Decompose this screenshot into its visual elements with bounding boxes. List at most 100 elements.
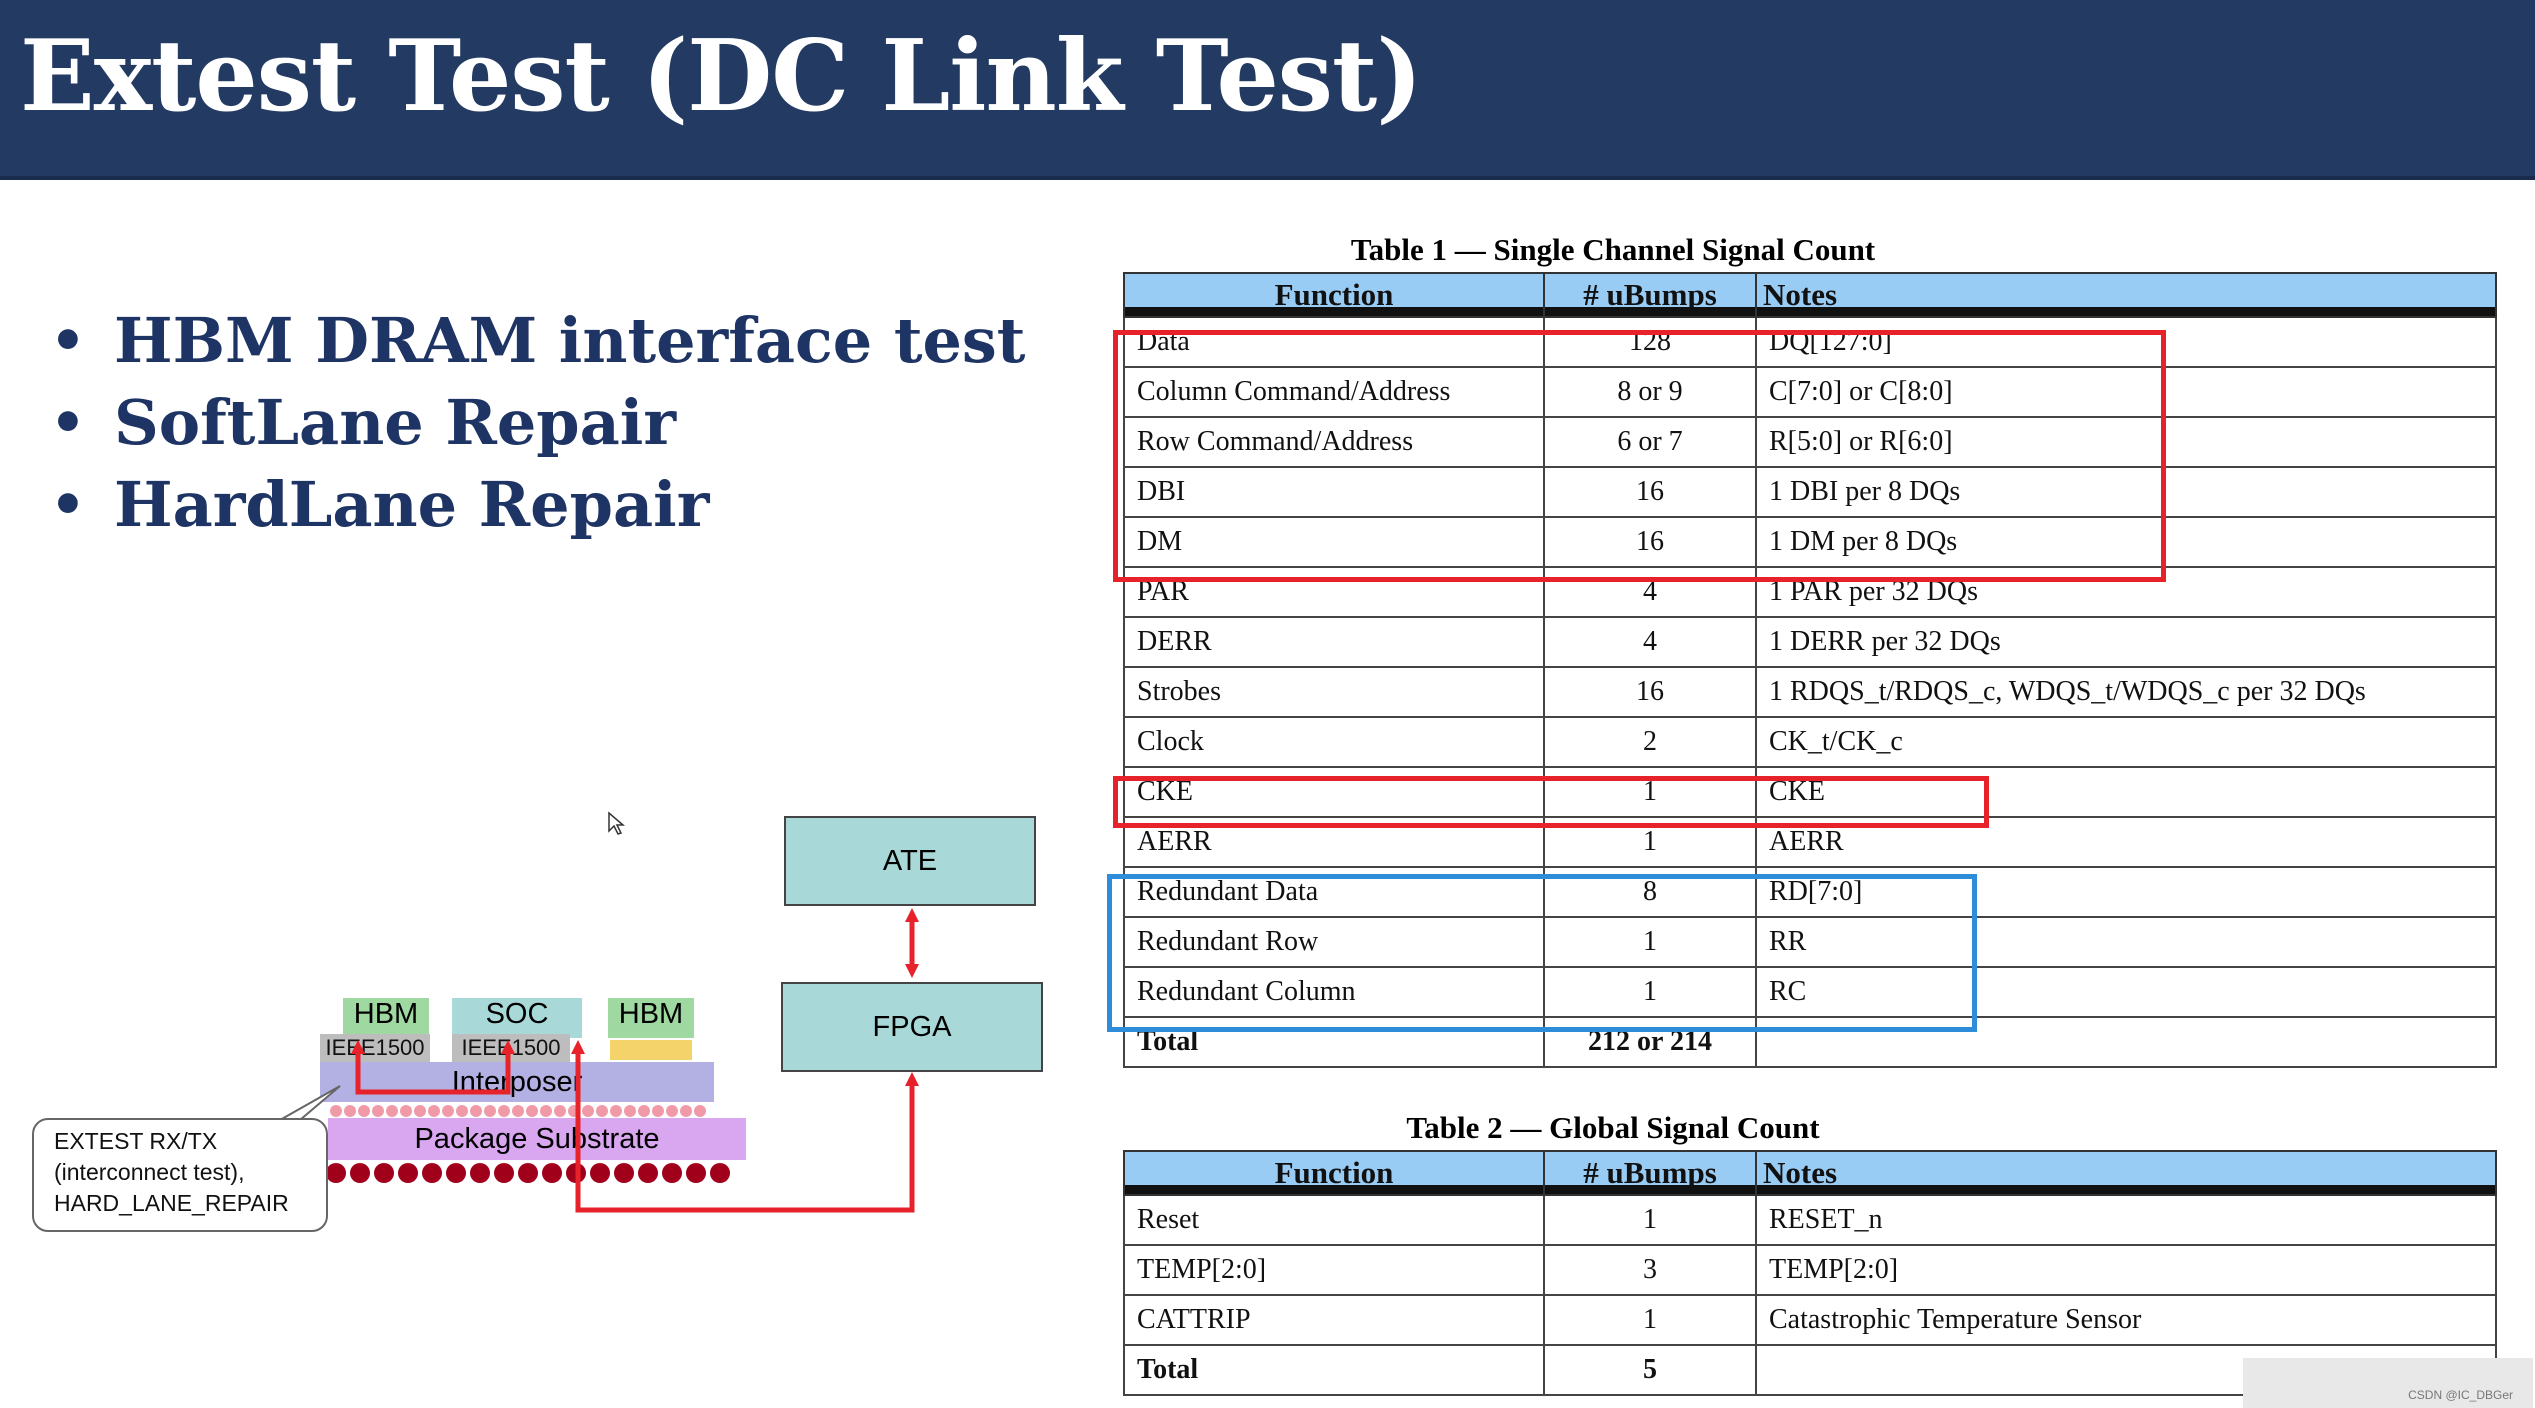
table2-header-function: Function — [1123, 1150, 1545, 1196]
table1-cell-notes: RR — [1755, 916, 2497, 968]
interposer-microbumps — [330, 1105, 706, 1117]
table1-cell-notes: CKE — [1755, 766, 2497, 818]
table1-cell-function: AERR — [1123, 816, 1545, 868]
bullet-dot: • — [50, 308, 86, 374]
table2-cell-notes: RESET_n — [1755, 1194, 2497, 1246]
table2-cell-notes: TEMP[2:0] — [1755, 1244, 2497, 1296]
table1-cell-function: Redundant Row — [1123, 916, 1545, 968]
table1-cell-function: Redundant Data — [1123, 866, 1545, 918]
table1-cell-ubumps: 1 — [1543, 916, 1757, 968]
table1-cell-notes: 1 DM per 8 DQs — [1755, 516, 2497, 568]
table1-cell-notes: R[5:0] or R[6:0] — [1755, 416, 2497, 468]
table1-header-notes: Notes — [1755, 272, 2497, 318]
table1-cell-ubumps: 6 or 7 — [1543, 416, 1757, 468]
table1-caption: Table 1 — Single Channel Signal Count — [1350, 232, 1876, 267]
hbm-left-chip: HBM — [343, 998, 429, 1038]
callout-pointer — [279, 1085, 341, 1121]
table1-total-function: Total — [1123, 1016, 1545, 1068]
table1-cell-function: DERR — [1123, 616, 1545, 668]
diagram-connections — [279, 908, 919, 1213]
table1-cell-ubumps: 16 — [1543, 516, 1757, 568]
table1-cell-ubumps: 8 or 9 — [1543, 366, 1757, 418]
table1-cell-ubumps: 4 — [1543, 616, 1757, 668]
table1-cell-ubumps: 128 — [1543, 316, 1757, 368]
callout-line: EXTEST RX/TX — [54, 1128, 218, 1154]
watermark-text: CSDN @IC_DBGer — [2408, 1388, 2513, 1402]
table1-cell-notes: CK_t/CK_c — [1755, 716, 2497, 768]
table1-cell-notes: RC — [1755, 966, 2497, 1018]
table1-cell-notes: 1 DERR per 32 DQs — [1755, 616, 2497, 668]
table2-header-ubumps: # uBumps — [1543, 1150, 1757, 1196]
bullet-text: SoftLane Repair — [114, 386, 677, 459]
table2-total-function: Total — [1123, 1344, 1545, 1396]
arrowheads — [351, 908, 919, 1086]
callout-line: (interconnect test), — [54, 1159, 245, 1185]
table1-cell-notes: AERR — [1755, 816, 2497, 868]
table1-cell-notes: 1 PAR per 32 DQs — [1755, 566, 2497, 618]
substrate-balls — [326, 1163, 730, 1183]
ieee1500-left-label: IEEE1500 — [320, 1034, 430, 1062]
ate-box: ATE — [784, 816, 1036, 906]
slide-title: Extest Test (DC Link Test) — [20, 19, 1423, 134]
table1-cell-ubumps: 16 — [1543, 466, 1757, 518]
table1-cell-ubumps: 1 — [1543, 966, 1757, 1018]
hbm-right-bumps — [610, 1040, 692, 1060]
table1-cell-ubumps: 4 — [1543, 566, 1757, 618]
table1-cell-function: Strobes — [1123, 666, 1545, 718]
table1-cell-function: Row Command/Address — [1123, 416, 1545, 468]
bullet-text: HardLane Repair — [114, 468, 710, 541]
mouse-cursor-icon — [608, 811, 626, 835]
table1-cell-ubumps: 2 — [1543, 716, 1757, 768]
table1-cell-notes: 1 RDQS_t/RDQS_c, WDQS_t/WDQS_c per 32 DQ… — [1755, 666, 2497, 718]
table2-cell-function: TEMP[2:0] — [1123, 1244, 1545, 1296]
table1-cell-function: PAR — [1123, 566, 1545, 618]
table1-cell-ubumps: 1 — [1543, 816, 1757, 868]
table1-cell-function: Clock — [1123, 716, 1545, 768]
table1-cell-ubumps: 1 — [1543, 766, 1757, 818]
bullet-dot: • — [50, 390, 86, 456]
bullet-item: •HBM DRAM interface test — [50, 300, 1025, 382]
bullet-item: • SoftLane Repair — [50, 382, 1025, 464]
callout-line: HARD_LANE_REPAIR — [54, 1190, 289, 1216]
extest-callout: EXTEST RX/TX (interconnect test), HARD_L… — [32, 1118, 328, 1232]
soc-chip: SOC — [452, 998, 582, 1038]
table2-cell-ubumps: 1 — [1543, 1294, 1757, 1346]
table2-caption: Table 2 — Global Signal Count — [1406, 1110, 1820, 1145]
fpga-box: FPGA — [781, 982, 1043, 1072]
table2-cell-notes: Catastrophic Temperature Sensor — [1755, 1294, 2497, 1346]
table1-cell-function: DM — [1123, 516, 1545, 568]
table2-cell-function: Reset — [1123, 1194, 1545, 1246]
table2-cell-ubumps: 1 — [1543, 1194, 1757, 1246]
watermark-area: CSDN @IC_DBGer — [2243, 1358, 2533, 1408]
table1-cell-function: Data — [1123, 316, 1545, 368]
table1-cell-function: CKE — [1123, 766, 1545, 818]
table1-header-ubumps: # uBumps — [1543, 272, 1757, 318]
table2-total-ubumps: 5 — [1543, 1344, 1757, 1396]
table2-header-notes: Notes — [1755, 1150, 2497, 1196]
table2-cell-function: CATTRIP — [1123, 1294, 1545, 1346]
title-bar: Extest Test (DC Link Test) — [0, 0, 2535, 180]
table1-cell-function: Redundant Column — [1123, 966, 1545, 1018]
table1-cell-notes: C[7:0] or C[8:0] — [1755, 366, 2497, 418]
hbm-right-chip: HBM — [608, 998, 694, 1038]
bullet-item: •HardLane Repair — [50, 464, 1025, 546]
table1-cell-notes: 1 DBI per 8 DQs — [1755, 466, 2497, 518]
